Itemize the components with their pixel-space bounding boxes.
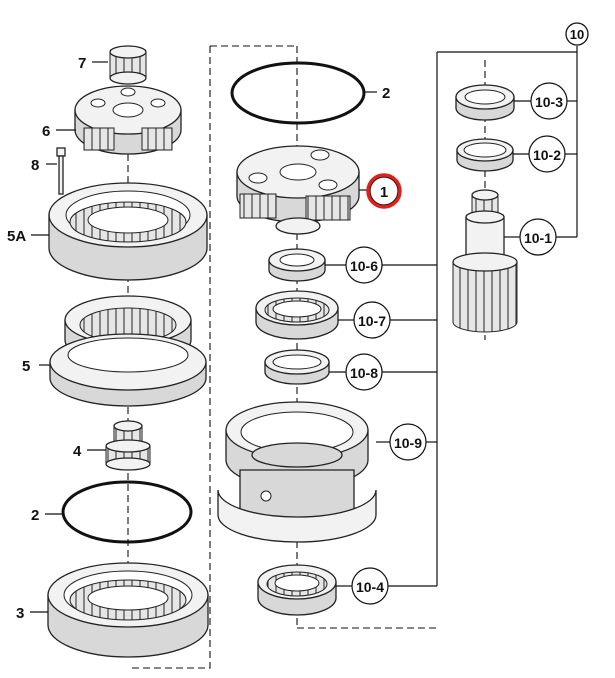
label-10-4: 10-4 (356, 579, 384, 595)
label-10-7: 10-7 (358, 313, 386, 329)
part-5a-ring-gear[interactable] (48, 182, 208, 281)
highlight-ring (366, 173, 402, 209)
label-10-6: 10-6 (350, 258, 378, 274)
label-6: 6 (42, 123, 50, 140)
part-10-8-seal[interactable] (264, 349, 330, 385)
label-2-lower: 2 (31, 507, 39, 524)
part-3-ring-gear[interactable] (47, 562, 209, 658)
part-1-planet-carrier[interactable] (236, 145, 360, 235)
label-10-9: 10-9 (394, 435, 422, 451)
label-10-3: 10-3 (535, 94, 563, 110)
part-10-1-pinion-shaft[interactable] (452, 189, 518, 333)
label-7: 7 (78, 55, 86, 72)
part-5-ring-gear[interactable] (49, 295, 207, 407)
label-5: 5 (22, 358, 30, 375)
part-10-4-bearing[interactable] (257, 564, 337, 616)
label-10-8: 10-8 (350, 365, 378, 381)
label-10: 10 (570, 27, 584, 42)
part-6-planet-carrier[interactable] (74, 85, 182, 155)
label-10-1: 10-1 (524, 230, 552, 246)
label-10-badge (565, 22, 589, 46)
part-10-3-seal[interactable] (455, 84, 515, 121)
part-2-o-ring-upper[interactable] (230, 61, 366, 125)
part-7-pinion-gear[interactable] (109, 45, 147, 85)
part-10-6-nut[interactable] (268, 248, 326, 282)
label-10-2: 10-2 (533, 147, 561, 163)
label-8: 8 (31, 157, 39, 174)
part-10-7-bearing[interactable] (255, 290, 339, 340)
part-10-2-ring[interactable] (456, 138, 514, 172)
part-2-o-ring-lower[interactable] (61, 480, 193, 544)
label-5a: 5A (7, 228, 26, 245)
part-10-9-housing[interactable] (217, 401, 377, 543)
part-8-bolt[interactable] (56, 147, 66, 195)
frame-left-dash (128, 46, 211, 669)
label-1: 1 (380, 184, 388, 201)
part-4-sun-gear[interactable] (105, 420, 151, 471)
label-2-upper: 2 (382, 85, 390, 102)
label-3: 3 (16, 605, 24, 622)
label-4: 4 (73, 443, 82, 460)
label-1-badge (369, 176, 399, 206)
